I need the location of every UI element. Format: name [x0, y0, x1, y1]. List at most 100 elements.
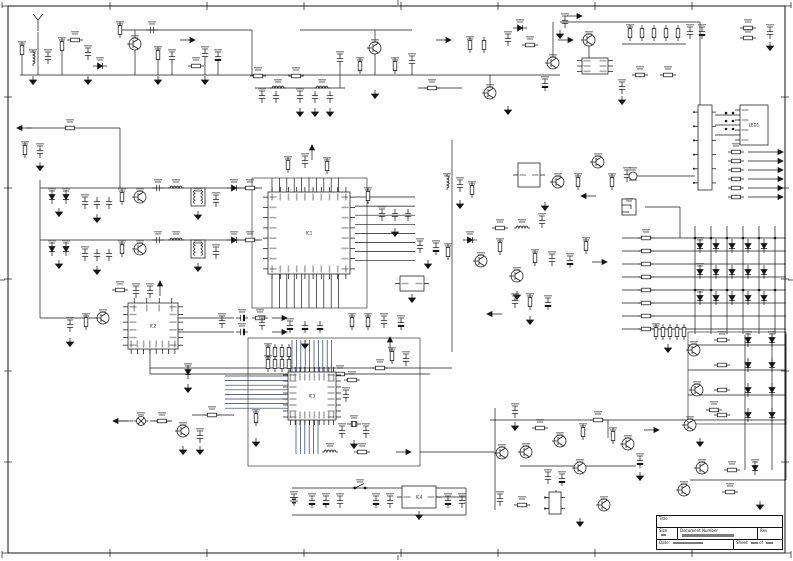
- diode-symbol: [184, 365, 192, 379]
- label-smudge: [208, 406, 216, 408]
- component-label: IC2: [150, 324, 157, 329]
- label-smudge: [197, 430, 203, 432]
- label-smudge: [549, 253, 555, 255]
- resistor-symbol: [714, 387, 730, 393]
- diode-symbol: [744, 333, 752, 347]
- junction-dot-symbol: [731, 127, 735, 131]
- label-smudge: [698, 459, 706, 461]
- label-smudge: [542, 78, 548, 80]
- label-smudge: [432, 240, 440, 242]
- label-smudge: [136, 188, 144, 190]
- label-smudge: [516, 19, 524, 21]
- diode-symbol: [744, 383, 752, 397]
- signal-arrow-symbol: [486, 310, 502, 318]
- label-smudge: [699, 461, 705, 463]
- section-outline: [687, 331, 787, 425]
- label-smudge: [517, 21, 523, 23]
- signal-arrow-symbol: [436, 36, 452, 44]
- ground-symbol: [525, 316, 535, 326]
- signal-arrow-symbol: [567, 12, 583, 20]
- signal-arrow-symbol: [768, 148, 784, 156]
- signal-arrow-symbol: [272, 314, 288, 322]
- resistor-symbol: [714, 362, 730, 368]
- label-smudge: [433, 242, 439, 244]
- resistor-symbol: [279, 344, 285, 360]
- diode-symbol: [760, 291, 768, 305]
- label-smudge: [247, 233, 253, 235]
- label-smudge: [744, 29, 752, 31]
- capacitor-symbol: [378, 209, 386, 221]
- bus-lines: [225, 375, 252, 409]
- label-smudge: [549, 54, 557, 56]
- diode-symbol: [751, 461, 759, 475]
- capacitor-symbol: [93, 249, 101, 261]
- label-smudge: [194, 240, 202, 242]
- capacitor-symbol: [416, 241, 424, 253]
- label-smudge: [100, 311, 106, 313]
- label-smudge: [63, 190, 69, 192]
- label-smudge: [625, 198, 633, 200]
- label-smudge: [402, 351, 410, 353]
- label-smudge: [323, 157, 331, 159]
- ground-symbol: [407, 294, 417, 304]
- label-smudge: [66, 119, 74, 121]
- electrolytic-capacitor-symbol: [444, 496, 452, 508]
- resistor-symbol: [288, 73, 304, 79]
- resistor-symbol: [663, 25, 669, 41]
- ic-symbol: [263, 187, 355, 279]
- electrolytic-capacitor-symbol: [558, 474, 566, 486]
- label-smudge: [246, 231, 254, 233]
- electrolytic-capacitor-symbol: [698, 27, 706, 39]
- label-smudge: [372, 493, 380, 495]
- ground-symbol: [370, 90, 380, 100]
- label-smudge: [133, 285, 139, 287]
- bus-lines: [748, 151, 768, 198]
- transistor-symbol: [518, 445, 533, 459]
- component-label: IC4: [416, 495, 423, 500]
- electrolytic-capacitor-symbol: [286, 321, 294, 333]
- inductor-symbol: [322, 449, 338, 454]
- label-smudge: [117, 23, 123, 25]
- label-smudge: [296, 88, 304, 90]
- resistor-symbol: [675, 25, 681, 41]
- signal-arrow-symbol: [558, 36, 574, 44]
- diode-symbol: [48, 190, 56, 204]
- label-smudge: [627, 26, 633, 28]
- capacitor-symbol: [196, 431, 204, 443]
- label-smudge: [230, 231, 238, 233]
- diode-symbol: [768, 408, 776, 422]
- ground-symbol: [28, 76, 38, 86]
- label-smudge: [664, 66, 672, 68]
- ground-symbol: [251, 438, 261, 448]
- junction-dot-symbol: [724, 119, 728, 123]
- diode-symbol: [744, 239, 752, 253]
- resistor-symbol: [117, 22, 123, 38]
- resistor-symbol: [740, 35, 756, 41]
- diode-symbol: [712, 239, 720, 253]
- label-smudge: [349, 373, 355, 375]
- capacitor-symbol: [168, 52, 176, 64]
- label-smudge: [212, 192, 220, 194]
- capacitor-symbol: [201, 49, 209, 61]
- label-smudge: [173, 181, 179, 183]
- capacitor-symbol: [105, 249, 113, 261]
- label-smudge: [195, 190, 201, 192]
- label-smudge: [767, 26, 773, 28]
- title-block-date-row: Date: Sheet of: [657, 540, 782, 549]
- label-smudge: [194, 188, 202, 190]
- signal-arrow-symbol: [308, 144, 316, 160]
- label-smudge: [387, 495, 393, 497]
- ground-symbol: [92, 266, 102, 276]
- transistor-symbol: [572, 461, 587, 475]
- diode-symbol: [62, 242, 70, 256]
- label-smudge: [732, 143, 740, 145]
- capacitor-symbol: [326, 91, 334, 103]
- resistor-symbol: [514, 502, 530, 508]
- sheet-cell: Sheet of: [734, 540, 782, 549]
- label-smudge: [539, 215, 545, 217]
- junction-dot-symbol: [693, 288, 697, 292]
- label-smudge: [322, 493, 330, 495]
- diode-symbol: [712, 291, 720, 305]
- label-smudge: [309, 495, 315, 497]
- label-smudge: [504, 31, 512, 33]
